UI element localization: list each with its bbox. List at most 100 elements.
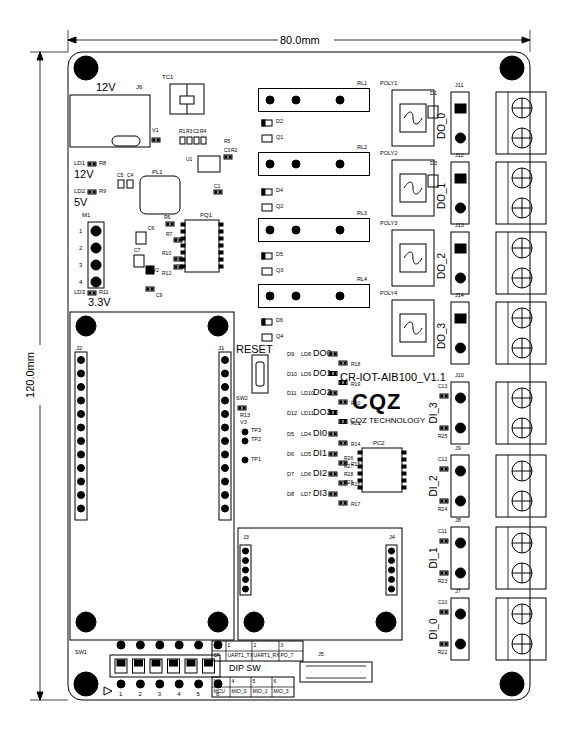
- r10-part: [174, 257, 182, 261]
- connector-line: [306, 666, 366, 667]
- pad: [456, 496, 466, 506]
- smd-pad: [330, 473, 332, 475]
- header-pin: [389, 548, 395, 554]
- dip-pin: [136, 680, 144, 688]
- silkscreen-label: 2: [254, 643, 257, 648]
- smd-part: [201, 137, 206, 144]
- silkscreen-label: DI3: [313, 489, 327, 498]
- led: [329, 432, 337, 436]
- silkscreen-label: 5V: [74, 197, 87, 208]
- dip-pin: [117, 680, 125, 688]
- screw: [512, 491, 532, 511]
- silkscreen-label: 80.0mm: [280, 35, 320, 46]
- dimension-line: [40, 405, 41, 700]
- r12-part: [174, 265, 182, 269]
- m1-header: [88, 222, 104, 288]
- part-label: RL1: [357, 81, 367, 87]
- silkscreen-label: Q3: [276, 268, 283, 274]
- terminal-pads: [451, 598, 469, 660]
- arrowhead: [68, 37, 76, 43]
- dip-knob: [135, 660, 143, 666]
- dip-lever: [115, 659, 127, 673]
- mounting-hole: [76, 316, 96, 336]
- header-pin: [222, 451, 229, 458]
- smd-pad: [340, 462, 342, 464]
- silkscreen-label: DI_0: [429, 618, 439, 639]
- silkscreen-label: 12V: [74, 169, 94, 180]
- header-pin: [78, 451, 85, 458]
- smd-pad: [445, 643, 447, 645]
- smd-pad: [175, 239, 177, 241]
- screw-slot: [522, 604, 523, 624]
- smd-pad: [89, 191, 91, 193]
- smd-pad: [151, 288, 153, 290]
- smd-pad: [153, 139, 155, 141]
- led: [329, 472, 337, 476]
- silkscreen-label: PC2: [373, 440, 385, 446]
- square-pad: [455, 104, 466, 113]
- relay-pin: [292, 292, 300, 300]
- silkscreen-label: C1: [214, 184, 220, 189]
- silkscreen-label: SW2: [236, 396, 248, 402]
- smd-pad: [167, 223, 169, 225]
- cap-body: [180, 96, 194, 104]
- screw: [512, 268, 532, 288]
- smd-pad: [340, 482, 342, 484]
- resistor: [339, 441, 347, 445]
- silkscreen-label: J5: [318, 652, 324, 658]
- mounting-hole: [376, 612, 396, 632]
- smd-pad: [441, 611, 443, 613]
- power-jack: [70, 95, 150, 147]
- r6-part: [166, 222, 174, 226]
- screw: [512, 533, 532, 553]
- silkscreen-label: C4: [127, 173, 133, 178]
- smd-pad: [334, 412, 336, 414]
- terminal-block: [496, 162, 546, 224]
- relay-pin: [336, 226, 344, 234]
- header-pin: [222, 397, 229, 404]
- reset-button: [256, 362, 264, 386]
- silkscreen-label: C13: [438, 384, 447, 389]
- silkscreen-label: 5: [253, 679, 256, 684]
- v2-part: [146, 266, 154, 274]
- ic-pin: [358, 472, 362, 475]
- silkscreen-label: M1: [82, 212, 90, 218]
- dip-lever: [185, 659, 197, 673]
- table-rule: [230, 677, 231, 697]
- board-outline: [68, 52, 530, 700]
- relay-pin: [266, 96, 274, 104]
- silkscreen-label: J2: [76, 345, 82, 351]
- header-pin: [222, 370, 229, 377]
- silkscreen-label: LD6: [301, 472, 311, 478]
- silkscreen-label: R27: [344, 464, 353, 469]
- header-pin: [78, 424, 85, 431]
- terminal-block: [496, 92, 546, 154]
- header-pin: [222, 465, 229, 472]
- header-pin: [222, 424, 229, 431]
- terminal-block: [496, 302, 546, 364]
- smd-pad: [157, 139, 159, 141]
- dip-pin: [117, 641, 125, 649]
- arrowhead: [37, 692, 43, 700]
- silkscreen-label: J3: [243, 535, 249, 541]
- silkscreen-label: 3: [281, 643, 284, 648]
- header-pin: [222, 505, 229, 512]
- diode: [262, 120, 272, 126]
- diode-band: [262, 120, 265, 126]
- silkscreen-label: J14: [455, 293, 464, 299]
- smd-pad: [229, 156, 231, 158]
- arrowhead: [522, 37, 530, 43]
- pad: [456, 343, 466, 353]
- screw-slot: [522, 128, 523, 148]
- silkscreen-label: 120.0mm: [25, 352, 36, 398]
- screw-slot: [522, 418, 523, 438]
- pad: [456, 273, 466, 283]
- silkscreen-label: R17: [351, 502, 360, 507]
- silkscreen-label: J6: [136, 84, 142, 90]
- silkscreen-label: D6: [276, 318, 283, 324]
- terminal-edge: [508, 382, 509, 444]
- header-pin: [389, 558, 395, 564]
- header-pin: [78, 465, 85, 472]
- smd-pad: [441, 643, 443, 645]
- silkscreen-label: R13: [240, 413, 250, 419]
